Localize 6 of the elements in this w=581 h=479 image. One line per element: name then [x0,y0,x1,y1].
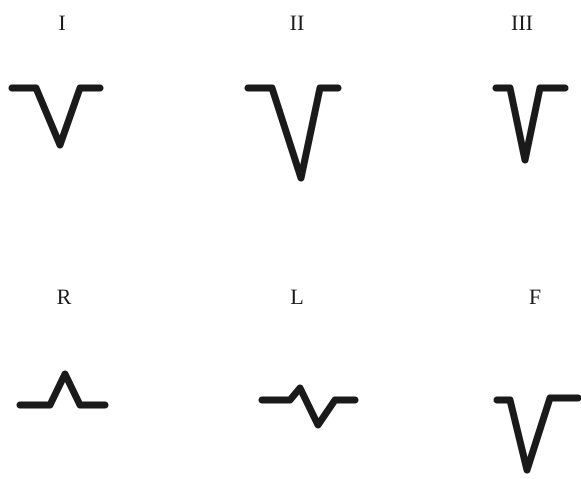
lead-label: L [290,286,304,308]
lead-label: R [56,286,72,308]
lead-label: I [58,12,66,34]
lead-label: II [290,12,304,34]
lead-label: F [528,286,542,308]
lead-label: III [511,12,533,34]
